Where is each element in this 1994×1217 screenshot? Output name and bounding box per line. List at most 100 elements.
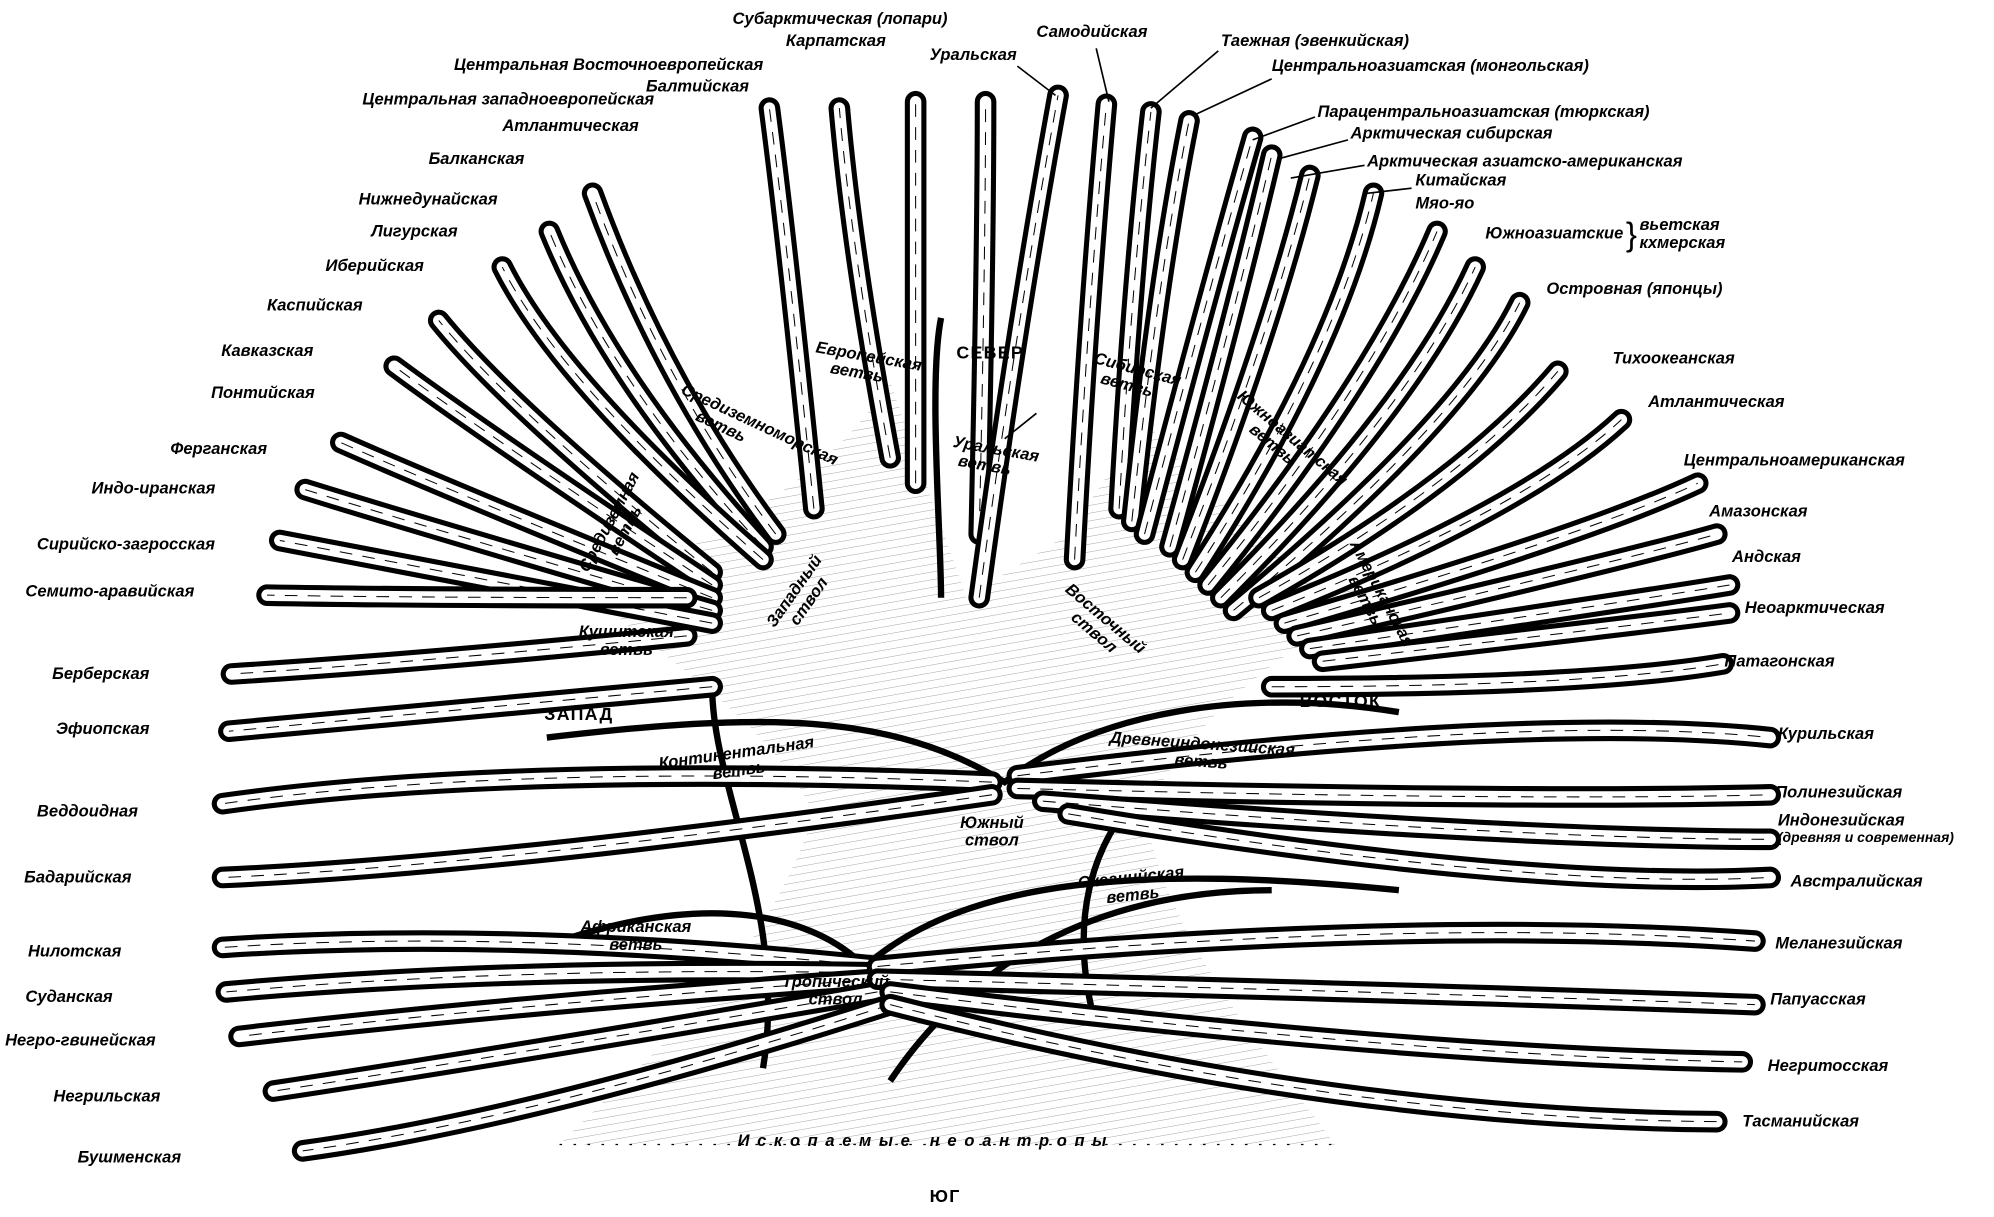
race-label: Атлантическая <box>1648 391 1785 411</box>
race-branch-hatch <box>890 1004 1717 1123</box>
race-label: Австралийская <box>1790 871 1923 891</box>
southern-trunk-label: Южный ствол <box>960 812 1024 850</box>
race-label: Меланезийская <box>1775 933 1903 953</box>
race-label: Бушменская <box>77 1147 182 1167</box>
race-branch-hatch <box>231 635 687 675</box>
race-label: Кавказская <box>221 340 314 360</box>
race-branch-hatch <box>838 108 891 458</box>
race-label: Самодийская <box>1036 21 1148 41</box>
race-branch-hatch <box>592 193 777 535</box>
race-label: Индо-иранская <box>91 478 216 498</box>
leader-line <box>1252 116 1316 141</box>
race-label: Индонезийская <box>1777 810 1905 830</box>
race-label: Центральная Восточноевропейская <box>453 54 764 74</box>
race-label: Карпатская <box>785 30 886 50</box>
race-label: Нилотская <box>27 941 122 961</box>
race-branch-hatch <box>279 539 713 624</box>
race-branch-hatch <box>1309 584 1730 650</box>
race-branch-hatch <box>548 231 764 548</box>
race-branch-hatch <box>890 991 1743 1063</box>
leader-line <box>1095 48 1110 102</box>
race-branch-hatch <box>222 794 992 878</box>
race-branch-hatch <box>226 971 878 993</box>
race-label: Негро-гвинейская <box>5 1030 156 1050</box>
race-branch-hatch <box>1284 482 1698 624</box>
leader-line <box>1290 164 1365 179</box>
race-label: Веддоидная <box>36 801 138 821</box>
race-branch-fill <box>433 314 718 578</box>
leader-line <box>1150 50 1219 109</box>
race-branch-hatch <box>273 991 878 1092</box>
race-label: Неоарктическая <box>1744 597 1885 617</box>
race-label: Балканская <box>428 148 525 168</box>
brace-icon: } <box>1625 215 1637 254</box>
race-branch-fill <box>1126 115 1195 528</box>
trunk-edge <box>932 317 945 598</box>
tropical-trunk-label: Тропический ствол <box>782 971 889 1009</box>
race-branch-fill <box>1176 169 1316 566</box>
race-branch-hatch <box>1074 104 1107 560</box>
race-branch-hatch <box>978 101 987 535</box>
group-item: вьетская <box>1639 214 1720 234</box>
race-label: Субарктическая (лопари) <box>732 8 948 28</box>
race-branch-hatch <box>1271 663 1724 688</box>
race-branch-fill <box>833 102 896 464</box>
race-label: Мяо-яо <box>1415 193 1475 213</box>
race-label: Семито-аравийская <box>25 581 195 601</box>
leader-line <box>1004 412 1037 440</box>
race-label: Центральноамериканская <box>1683 450 1905 470</box>
race-label: Атлантическая <box>502 115 639 135</box>
race-label: Ферганская <box>170 438 268 458</box>
race-label: Берберская <box>52 663 150 683</box>
race-branch-hatch <box>1042 800 1771 840</box>
race-label: Арктическая сибирская <box>1350 123 1553 143</box>
race-label: Центральноазиатская (монгольская) <box>1271 55 1589 76</box>
race-label: Негрильская <box>53 1086 161 1106</box>
race-label: Курильская <box>1777 723 1874 743</box>
leader-line <box>1277 139 1349 160</box>
race-branch-fill <box>1138 131 1259 540</box>
race-label: Арктическая азиатско-американская <box>1367 151 1683 171</box>
race-branch-hatch <box>877 978 1755 1006</box>
south-label: ЮГ <box>929 1185 961 1206</box>
race-label: Бадарийская <box>24 867 132 887</box>
race-label: Суданская <box>25 986 113 1006</box>
race-label: Полинезийская <box>1775 782 1903 802</box>
race-label: Тихоокеанская <box>1612 348 1735 368</box>
race-label: Негритосская <box>1767 1055 1889 1075</box>
race-branch-fill <box>216 770 998 810</box>
trunk-edge <box>558 875 1400 971</box>
leader-line <box>1366 187 1412 195</box>
race-label: Парацентральноазиатская (тюркская) <box>1317 101 1650 121</box>
race-branch-hatch <box>1271 419 1622 611</box>
african-branch-label: Африканская ветвь <box>580 916 692 954</box>
race-branch-fill <box>763 102 820 515</box>
race-label: Тасманийская <box>1742 1111 1860 1131</box>
race-label: Каспийская <box>267 295 363 315</box>
race-label: Эфиопская <box>55 718 150 738</box>
race-branch-hatch <box>302 1004 891 1152</box>
race-branch-hatch <box>1220 266 1476 599</box>
race-branch-hatch <box>1297 533 1717 637</box>
race-label: Балтийская <box>646 76 750 96</box>
leader-line <box>1195 78 1273 116</box>
race-label: Иберийская <box>325 255 424 275</box>
race-branch-hatch <box>1118 111 1152 509</box>
race-branch-hatch <box>1194 193 1374 573</box>
race-branch-hatch <box>267 594 687 599</box>
fossil-neoanthropes-label: Ископаемые неоантропы <box>737 1130 1114 1150</box>
race-label: Центральная западноевропейская <box>362 89 655 109</box>
race-branch-hatch <box>393 365 713 586</box>
race-label: Таежная (эвенкийская) <box>1220 30 1409 50</box>
race-branch-fill <box>1164 149 1278 553</box>
race-branch-hatch <box>1258 371 1559 599</box>
race-branch-fill <box>1316 607 1736 668</box>
cushitic-branch-label: Кушитская ветвь <box>578 621 674 659</box>
race-label: Нижнедунайская <box>358 189 498 209</box>
race-branch-hatch <box>1207 231 1438 586</box>
south-asian-group-title: Южноазиатские <box>1485 223 1624 243</box>
group-item: кхмерская <box>1639 233 1726 253</box>
